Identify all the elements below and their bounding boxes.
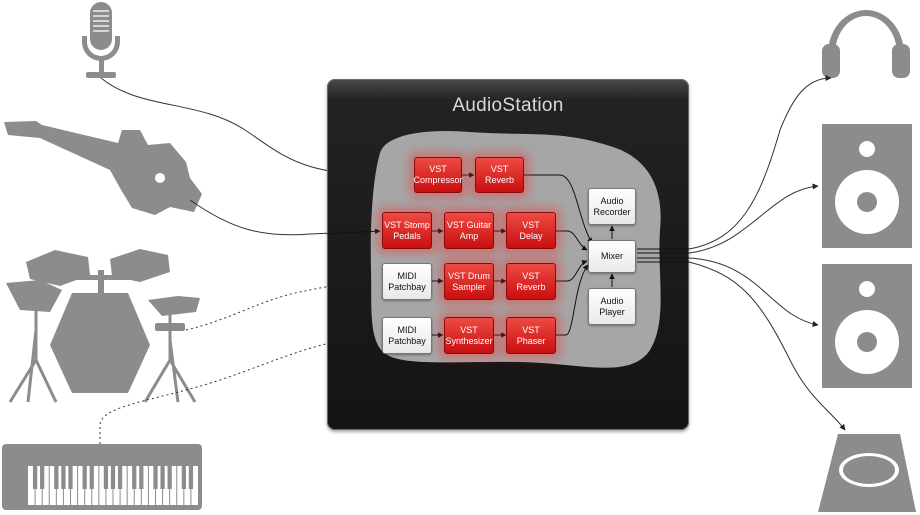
black-key [139, 466, 144, 489]
midi-patchbay-node[interactable]: MIDI Patchbay [382, 317, 432, 354]
black-key [82, 466, 87, 489]
drum-kit-icon [6, 249, 200, 403]
output-wires [688, 75, 846, 431]
internal-wires [326, 172, 689, 338]
mixer-node[interactable]: Mixer [588, 240, 636, 273]
black-key [132, 466, 137, 489]
black-key [181, 466, 186, 489]
vst-compressor-node[interactable]: VST Compressor [414, 157, 463, 193]
black-key [167, 466, 172, 489]
vst-guitar-amp-node[interactable]: VST Guitar Amp [444, 212, 494, 249]
black-key [110, 466, 116, 489]
audio-recorder-node[interactable]: Audio Recorder [588, 188, 636, 225]
device-title: AudioStation [452, 95, 564, 116]
vst-reverb-node[interactable]: VST Reverb [475, 157, 524, 193]
speaker-icon [822, 124, 912, 248]
amplifier-icon [818, 434, 916, 512]
black-key [40, 466, 45, 489]
electric-guitar-icon [4, 121, 202, 215]
vst-delay-node[interactable]: VST Delay [506, 212, 556, 249]
vst-synthesizer-node[interactable]: VST Synthesizer [444, 317, 494, 354]
vst-phaser-node[interactable]: VST Phaser [506, 317, 556, 354]
vst-drum-sampler-node[interactable]: VST Drum Sampler [444, 263, 494, 300]
microphone-icon [82, 2, 120, 78]
audio-player-node[interactable]: Audio Player [588, 288, 636, 325]
black-key [160, 466, 165, 489]
midi-patchbay-node[interactable]: MIDI Patchbay [382, 263, 432, 300]
black-key [153, 466, 158, 489]
black-key [32, 466, 38, 489]
vst-stomp-pedals-node[interactable]: VST Stomp Pedals [382, 212, 432, 249]
black-key [89, 466, 94, 489]
black-key [61, 466, 66, 489]
black-key [103, 466, 109, 489]
headphones-icon [822, 10, 910, 78]
speaker-icon [822, 264, 912, 388]
midi-keyboard-icon [2, 444, 202, 510]
vst-reverb-node[interactable]: VST Reverb [506, 263, 556, 300]
black-key [54, 466, 59, 489]
black-key [188, 466, 194, 489]
black-key [68, 466, 73, 489]
black-key [117, 466, 123, 489]
